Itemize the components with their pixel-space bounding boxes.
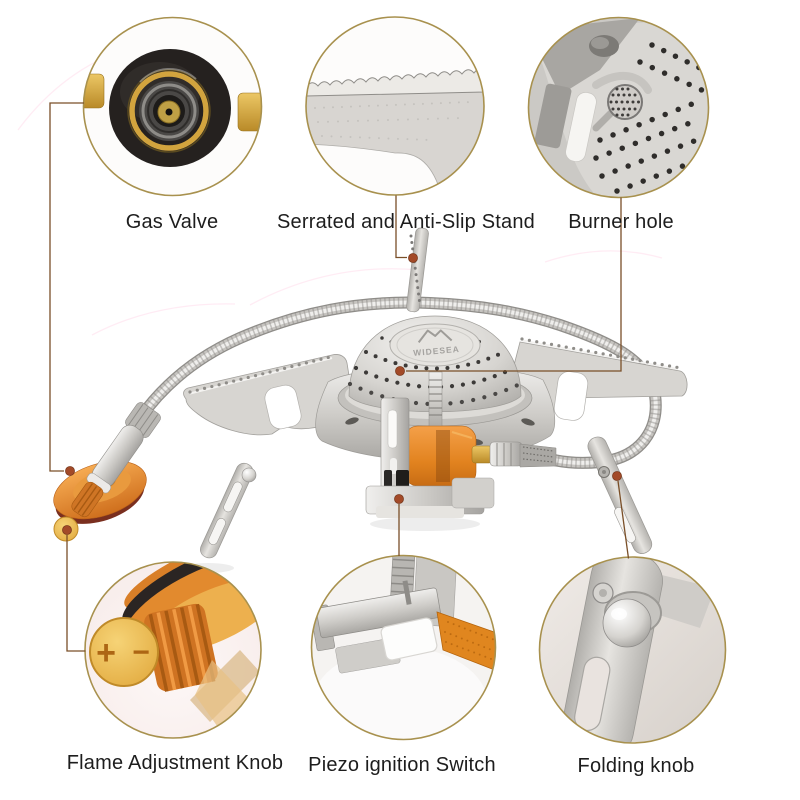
brand-logo: WIDESEA (413, 329, 460, 358)
marker-dot-burner-hole (395, 366, 405, 376)
pot-support-back (406, 227, 429, 313)
folding-knob-circle-border (538, 556, 727, 744)
valve-assembly (365, 371, 557, 518)
pot-support-left (183, 354, 351, 436)
brand-text: WIDESEA (413, 344, 460, 358)
threaded-rod (428, 371, 443, 431)
burner-hole-callout (528, 17, 709, 198)
knob-minus-mark: − (132, 636, 150, 669)
marker-dot-flame-knob (62, 525, 72, 535)
gas-hose (134, 296, 662, 469)
leader-line-gas-valve (49, 102, 84, 472)
folding-knob-label: Folding knob (577, 755, 695, 777)
flame-knob-label: Flame Adjustment Knob (66, 752, 284, 774)
folding-knob-callout (539, 557, 726, 743)
burner-hole-label: Burner hole (568, 211, 674, 233)
serrated-stand-circle-border (305, 16, 485, 196)
burner-hole-circle-border (527, 16, 710, 199)
gas-valve-label: Gas Valve (125, 211, 219, 233)
leg-left (200, 462, 257, 559)
electrode-pad (607, 84, 643, 120)
leader-line-folding-knob (617, 480, 630, 559)
serrated-stand-label: Serrated and Anti-Slip Stand (277, 211, 535, 233)
gas-valve-circle-border (82, 16, 263, 197)
burner-holes (347, 336, 523, 407)
piezo-button-closeup (380, 617, 438, 661)
hose-inlet-fitting (471, 441, 557, 468)
knob-plus-mark: + (96, 634, 116, 672)
marker-dot-serrated-stand (408, 253, 418, 263)
folding-knob-ball (602, 598, 652, 648)
marker-dots (62, 253, 622, 535)
flame-knob-circle-border (84, 561, 262, 739)
marker-dot-piezo-switch (394, 494, 404, 504)
serrated-stand-callout (306, 17, 484, 195)
leader-line-burner-hole (406, 197, 622, 372)
stove-photo: WIDESEA (53, 227, 688, 573)
flame-adjustment-valve (71, 402, 161, 518)
marker-dot-folding-knob (612, 471, 622, 481)
flame-knob-closeup: + − (89, 603, 218, 692)
leader-lines (49, 102, 630, 652)
leader-line-flame-knob (66, 535, 86, 652)
left-leg-rivet (241, 467, 257, 483)
piezo-switch-circle-border (310, 554, 497, 741)
piezo-switch-label: Piezo ignition Switch (308, 754, 496, 776)
gas-valve-callout (83, 17, 262, 196)
marker-dot-gas-valve (65, 466, 75, 476)
leader-line-serrated-stand (395, 195, 407, 259)
